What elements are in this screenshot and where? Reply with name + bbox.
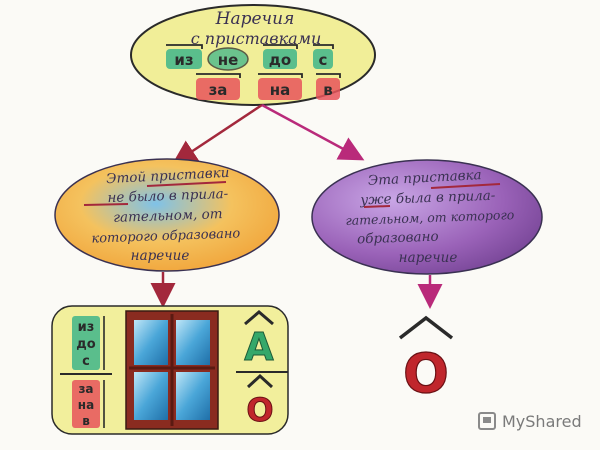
card-prefix-v: в <box>82 414 90 428</box>
arrow-top-to-left <box>171 103 263 165</box>
left-node: Этой приставки не было в прила- гательно… <box>54 158 280 272</box>
top-prefix-v: в <box>323 81 333 99</box>
result-letter-o: О <box>403 342 449 405</box>
letter-a: А <box>244 325 274 369</box>
watermark-text: MyShared <box>502 411 582 431</box>
top-prefix-za: за <box>209 81 228 99</box>
right-node-line-2: уже была в прила- <box>359 188 496 209</box>
right-result: О <box>398 315 454 406</box>
card-prefix-do: до <box>76 337 95 352</box>
left-node-line-3: гательном, от <box>113 206 223 226</box>
right-node-line-5: наречие <box>399 250 458 266</box>
right-node-line-1: Эта приставка <box>368 167 483 189</box>
right-node-line-4: образовано <box>357 229 439 248</box>
card-prefix-s: с <box>82 354 90 369</box>
left-card: из до с за на в А О <box>51 305 289 435</box>
caret-a-icon <box>244 310 274 326</box>
top-prefix-na: на <box>270 81 291 99</box>
top-prefix-s: с <box>319 51 328 69</box>
top-node-subtitle: с приставками <box>191 29 322 48</box>
top-prefix-iz: из <box>174 51 193 69</box>
card-prefix-iz: из <box>78 320 95 335</box>
arrow-top-to-right <box>261 103 365 161</box>
card-prefix-na: на <box>78 398 94 412</box>
left-node-line-5: наречие <box>131 248 190 264</box>
left-node-line-4: которого образовано <box>91 226 240 246</box>
top-prefix-ne: не <box>218 51 239 69</box>
right-node-line-3: гательном, от которого <box>345 207 514 228</box>
watermark: MyShared <box>478 407 582 435</box>
left-node-line-1: Этой приставки <box>106 165 230 187</box>
card-prefix-za: за <box>78 382 93 396</box>
right-node: Эта приставка уже была в прила- гательно… <box>311 159 543 275</box>
letter-o-left: О <box>246 391 273 429</box>
top-node: Наречия с приставками из не до с за на в <box>130 4 376 106</box>
caret-o-icon <box>246 373 274 389</box>
window-illustration <box>125 310 219 430</box>
left-node-line-2: не было в прила- <box>107 186 229 206</box>
top-node-title: Наречия <box>215 9 295 29</box>
top-prefix-do: до <box>269 51 291 69</box>
presentation-icon <box>478 412 496 430</box>
caret-result-icon <box>398 315 454 340</box>
